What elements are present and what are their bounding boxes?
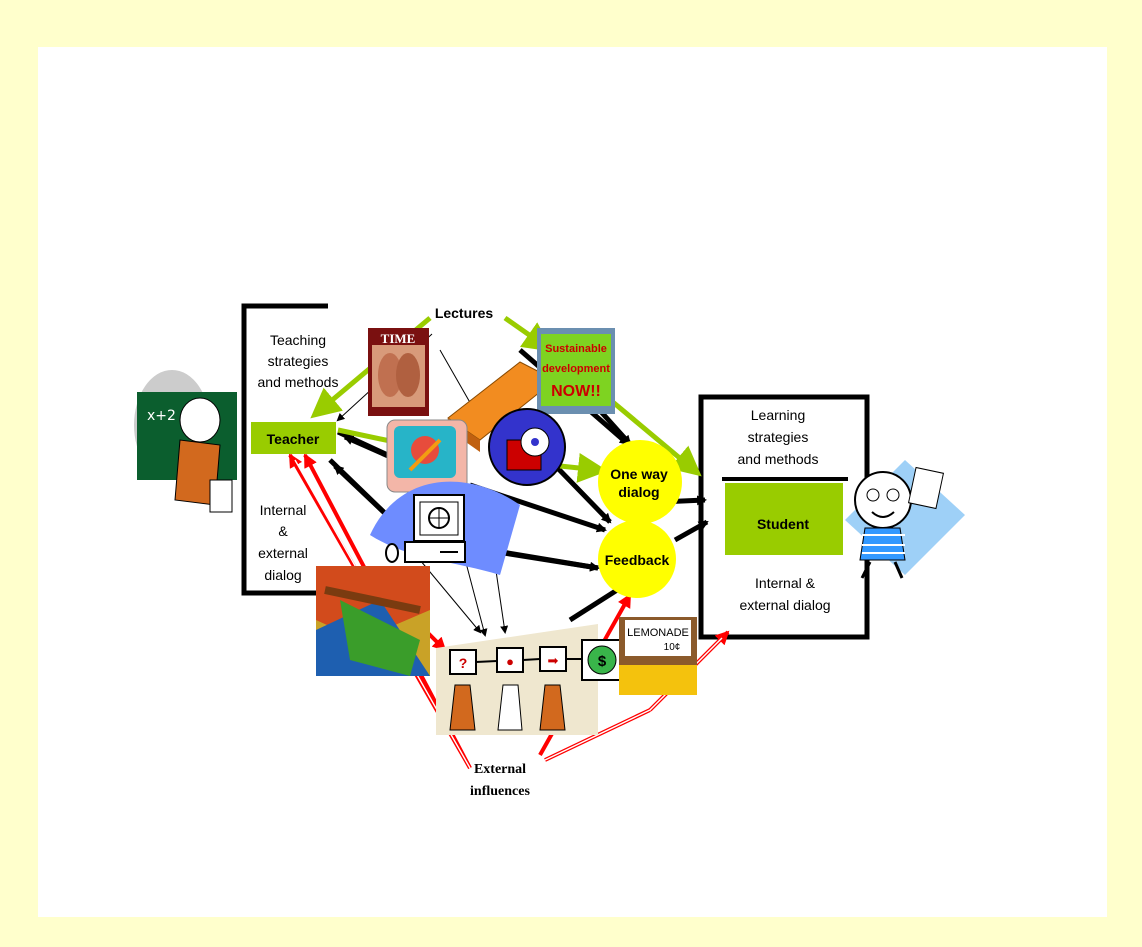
svg-text:development: development [542, 363, 610, 375]
teaching-strategies-line-2: strategies [268, 353, 329, 369]
svg-text:TIME: TIME [381, 331, 416, 346]
feedback-label: Feedback [605, 552, 670, 568]
teacher-bracket [241, 303, 328, 596]
lectures-label: Lectures [435, 305, 494, 321]
teaching-strategies-line-3: and methods [258, 374, 339, 390]
learning-strategies-line-1: Learning [751, 407, 806, 423]
internal-dialog-left-line-2: & [278, 523, 288, 539]
internal-dialog-left-line-1: Internal [260, 502, 307, 518]
feedback-circle [598, 520, 676, 598]
one-way-dialog-line-2: dialog [618, 484, 659, 500]
svg-text:LEMONADE: LEMONADE [627, 627, 689, 639]
computer-icon [370, 481, 520, 575]
tv-icon [386, 419, 468, 493]
time-magazine-picture: TIME [368, 328, 429, 416]
one-way-dialog-line-1: One way [610, 466, 668, 482]
learning-strategies-line-3: and methods [738, 451, 819, 467]
svg-text:x+2: x+2 [147, 408, 176, 424]
internal-dialog-right-line-1: Internal & [755, 575, 816, 591]
painting-picture [316, 566, 430, 676]
teacher-label: Teacher [267, 431, 320, 447]
teacher-box [251, 422, 336, 454]
svg-text:Sustainable: Sustainable [545, 343, 607, 355]
internal-dialog-right-line-2: external dialog [739, 597, 830, 613]
external-influences-line-2: influences [470, 784, 530, 799]
internal-dialog-left-line-3: external [258, 545, 308, 561]
svg-text:NOW!!: NOW!! [551, 383, 601, 400]
internal-dialog-left-line-4: dialog [264, 567, 301, 583]
svg-text:$: $ [598, 653, 607, 670]
svg-text:?: ? [459, 655, 468, 671]
teacher-cartoon-icon: x+2 [134, 370, 237, 513]
learning-strategies-line-2: strategies [748, 429, 809, 445]
student-cartoon-icon [845, 460, 965, 579]
cd-icon [488, 408, 566, 486]
teaching-strategies-line-1: Teaching [270, 332, 326, 348]
svg-text:10¢: 10¢ [664, 642, 681, 653]
student-label: Student [757, 516, 809, 532]
lemonade-stand-picture: LEMONADE 10¢ [619, 617, 697, 695]
svg-text:➡: ➡ [548, 653, 559, 668]
sustainable-sign-picture: Sustainable development NOW!! [537, 328, 615, 414]
svg-text:●: ● [506, 654, 514, 669]
student-box-top-edge [722, 477, 848, 481]
external-influences-line-1: External [474, 762, 526, 777]
process-people-picture: ? ● ➡ $ [436, 624, 623, 735]
student-box [725, 483, 843, 555]
one-way-dialog-circle [598, 440, 682, 524]
